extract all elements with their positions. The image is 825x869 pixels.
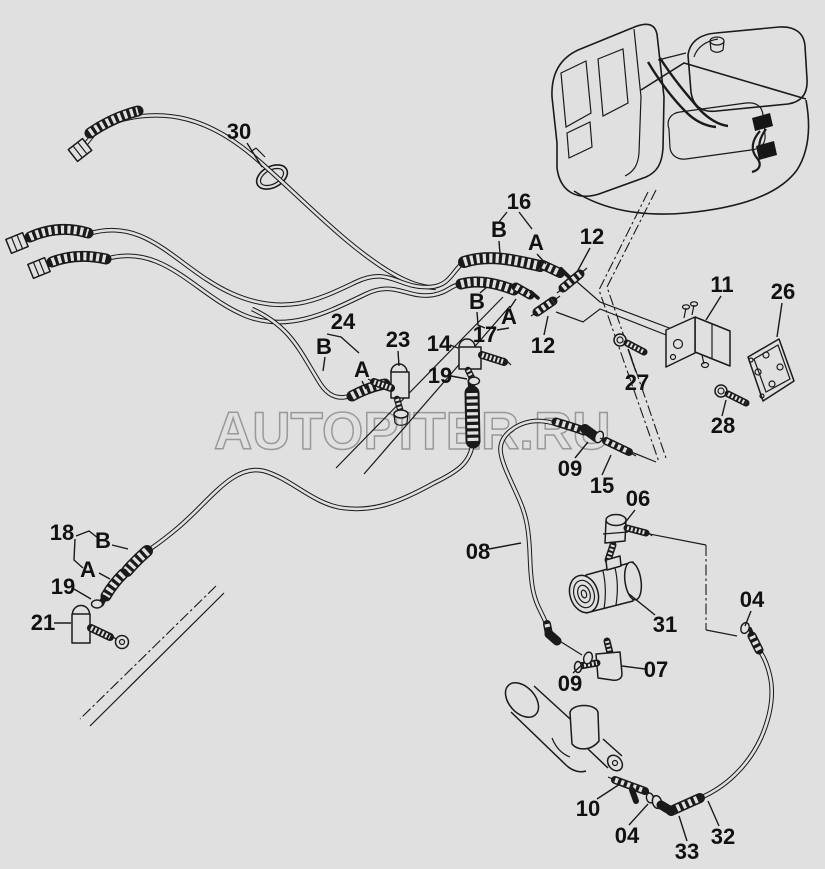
excavator-overview: [551, 23, 810, 215]
hose-nut-2: [5, 231, 29, 255]
part-label-19-upper: 19: [427, 363, 453, 388]
part-label-28: 28: [710, 413, 736, 438]
part-label-10: 10: [575, 796, 601, 821]
mounting-plate-26: [747, 338, 795, 402]
bolt-28: [714, 384, 750, 407]
part-label-19-left: 19: [50, 574, 76, 599]
part-label-24: 24: [330, 309, 356, 334]
hose-nut-3: [27, 256, 51, 280]
elbow-fitting-23: [367, 363, 410, 413]
elbow-fitting-06: [602, 513, 653, 564]
part-label-16: 16: [506, 189, 532, 214]
callout-17-b: B: [469, 289, 485, 314]
part-label-06: 06: [625, 486, 651, 511]
part-label-08: 08: [465, 539, 491, 564]
elbow-fitting-33: [651, 794, 676, 816]
hose-sleeves: [24, 105, 764, 816]
callout-17-a: A: [501, 304, 517, 329]
part-label-04-bottom: 04: [614, 823, 640, 848]
callout-24-b: B: [316, 334, 332, 359]
part-label-07: 07: [643, 657, 669, 682]
connection-lines: [79, 189, 738, 727]
elbow-fitting-14: [458, 338, 512, 382]
part-label-14: 14: [426, 331, 452, 356]
part-label-30: 30: [226, 119, 252, 144]
part-label-15: 15: [589, 473, 615, 498]
part-label-11: 11: [710, 272, 734, 297]
hose-17: [105, 253, 462, 325]
o-ring-04-right: [740, 621, 750, 635]
silencer-assembly: [504, 682, 624, 773]
part-label-32: 32: [710, 824, 736, 849]
callout-18-b: B: [95, 528, 111, 553]
callout-18-a: A: [80, 557, 96, 582]
part-label-09-lower: 09: [557, 671, 583, 696]
watermark-text: AUTOPITER.RU: [214, 402, 611, 461]
fitting-12-lower: [530, 295, 561, 317]
fitting-12-upper: [556, 267, 588, 294]
part-label-33: 33: [674, 839, 700, 864]
o-ring-09-lower: [582, 651, 594, 665]
part-label-12-lower: 12: [530, 333, 556, 358]
callout-16-b: B: [491, 217, 507, 242]
o-ring-19-left: [90, 599, 104, 609]
part-label-17: 17: [472, 322, 498, 347]
callout-24-a: A: [354, 357, 370, 382]
nut-below-23: [393, 409, 409, 426]
hose-nut-1: [67, 137, 93, 163]
part-label-09-middle: 09: [557, 456, 583, 481]
part-label-26: 26: [770, 279, 796, 304]
part-label-31: 31: [652, 612, 678, 637]
part-label-27: 27: [624, 370, 650, 395]
motor-31: [568, 555, 643, 614]
part-label-21: 21: [30, 610, 56, 635]
leader-lines: [54, 142, 783, 842]
elbow-fitting-07: [573, 637, 623, 681]
part-label-04-right: 04: [739, 587, 765, 612]
fitting-15: [599, 437, 637, 457]
bolt-27: [613, 333, 648, 356]
tee-fitting-10: [607, 776, 653, 804]
part-label-23: 23: [385, 327, 411, 352]
hose-end-fittings: [5, 137, 93, 280]
elbow-fitting-21: [71, 604, 130, 650]
valve-11: [665, 301, 731, 369]
o-ring-19-upper: [467, 376, 481, 386]
hoses: [21, 113, 774, 801]
part-label-12-upper: 12: [579, 224, 605, 249]
callout-16-a: A: [528, 230, 544, 255]
part-label-18: 18: [49, 520, 75, 545]
